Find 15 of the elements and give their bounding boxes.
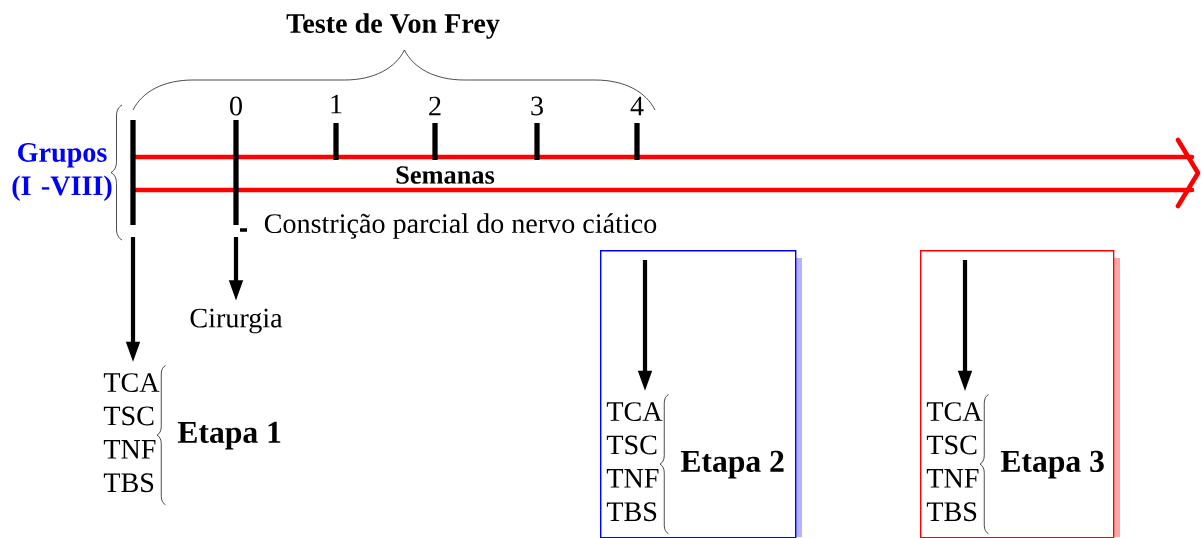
bracketed-list: TCA TSC TNF TBS Etapa 3 <box>926 402 1104 522</box>
annotation: Constrição parcial do nervo ciático <box>264 213 657 239</box>
frame-box <box>600 250 802 538</box>
tick-label: 1 <box>331 94 342 114</box>
title: Teste de Von Frey <box>286 13 500 39</box>
frame-box <box>920 250 1120 538</box>
tick-label: 4 <box>630 96 644 116</box>
bracketed-list: TCA TSC TNF TBS Etapa 1 <box>103 373 281 493</box>
bracketed-list: TCA TSC TNF TBS Etapa 2 <box>606 402 784 522</box>
group-label: Grupos (I -VIII) <box>12 143 112 201</box>
tick-label: 0 <box>230 96 242 116</box>
event-label: Cirurgia <box>190 308 283 334</box>
tick-label: 2 <box>429 96 441 116</box>
tick-label: 3 <box>531 96 543 116</box>
axis-label: Semanas <box>393 164 497 186</box>
